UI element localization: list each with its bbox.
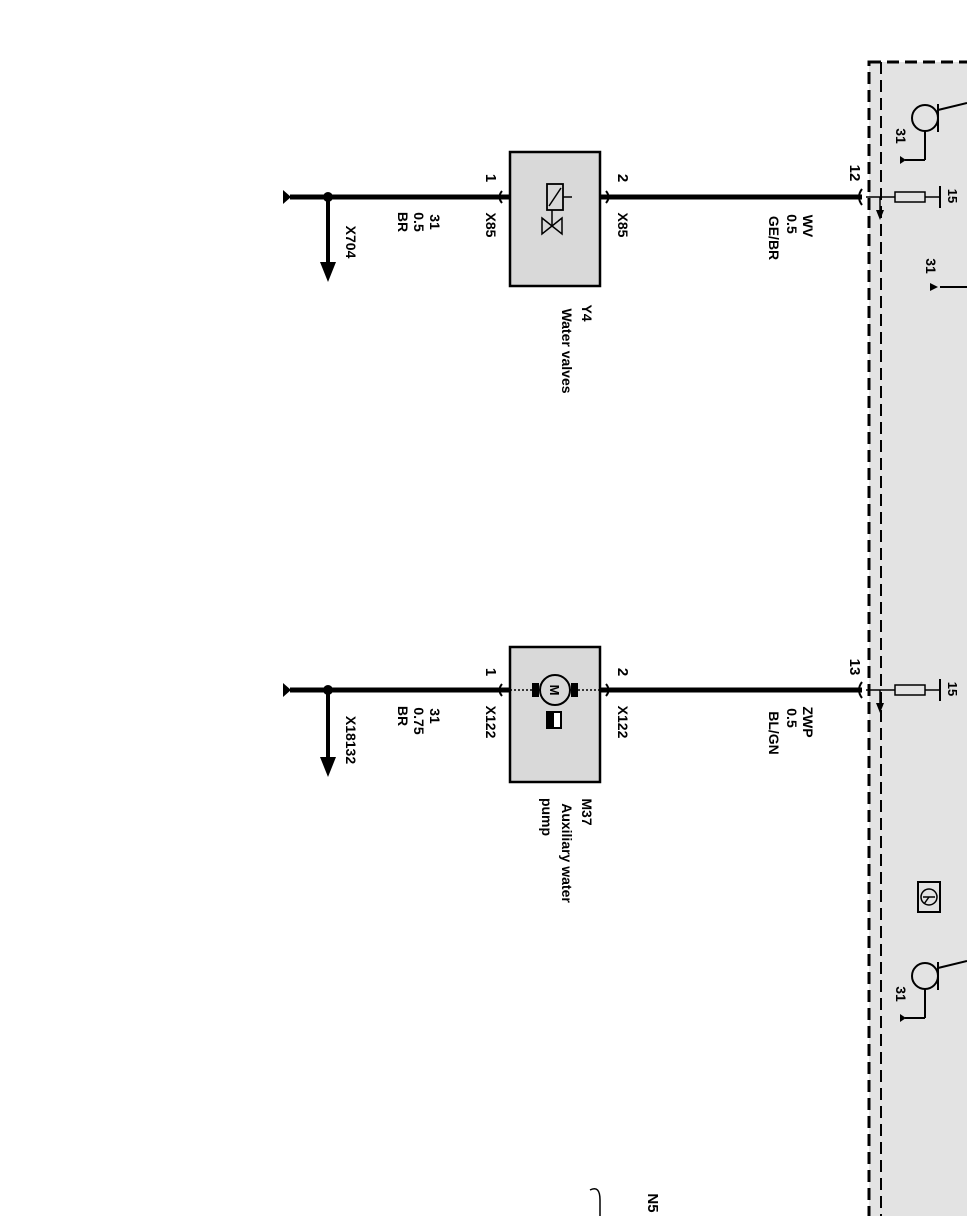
wire-color-label: BR — [395, 212, 411, 232]
module-ground-label-2: 31 — [923, 258, 939, 274]
resistor-icon — [894, 191, 926, 203]
motor-icon: M — [510, 674, 600, 729]
arrow-down-icon — [320, 757, 336, 777]
component-name-line2: pump — [539, 798, 555, 836]
ground-icon — [930, 283, 967, 291]
wire-signal-label: 31 — [427, 214, 443, 230]
svg-text:M: M — [547, 685, 562, 696]
ground-connector-label: X18132 — [343, 716, 359, 764]
connector-label-left: X122 — [483, 706, 499, 739]
control-module: 31 31 31 — [867, 60, 967, 1216]
module-ref-label: 15 — [945, 189, 960, 203]
module-ground-label-3: 31 — [893, 986, 909, 1002]
pin-number-left: 1 — [482, 668, 499, 676]
wire-color-label: GE/BR — [766, 216, 782, 260]
module-ground-label-1: 31 — [893, 128, 909, 144]
module-bracket — [589, 1188, 601, 1216]
module-pin-number: 12 — [846, 165, 863, 182]
pin-mark — [498, 190, 503, 204]
component-box-y4 — [508, 150, 602, 288]
pin-number-left: 1 — [482, 174, 499, 182]
module-pin-mark — [858, 188, 863, 206]
connector-label-right: X85 — [615, 213, 631, 238]
component-name: Water valves — [559, 308, 575, 393]
resistor-icon — [894, 684, 926, 696]
solenoid-valve-icon — [541, 183, 572, 236]
pin-mark — [498, 683, 503, 697]
wire-color-label: BL/GN — [766, 711, 782, 755]
component-name-line1: Auxiliary water — [559, 803, 575, 903]
component-code: M37 — [579, 798, 595, 825]
module-pin-mark — [858, 681, 863, 699]
wire-gauge-label: 0.5 — [784, 708, 800, 728]
transistor-icon — [900, 102, 967, 164]
wire-gauge-label: 0.5 — [411, 212, 427, 232]
pin-number-right: 2 — [614, 174, 631, 182]
transistor-icon — [900, 960, 967, 1022]
control-module-box — [867, 60, 967, 1216]
arrow-down-icon — [320, 262, 336, 282]
module-ref-label: 15 — [945, 682, 960, 696]
connector-label-right: X122 — [615, 706, 631, 739]
wire-end-icon — [283, 190, 291, 204]
wire-signal-label: 31 — [427, 708, 443, 724]
arrow-down-icon — [876, 210, 884, 220]
wire-signal-label: ZWP — [800, 706, 816, 737]
component-code: Y4 — [579, 304, 595, 321]
wire-color-label: BR — [395, 706, 411, 726]
wire-signal-label: WV — [800, 215, 816, 238]
ground-connector-label: X704 — [343, 226, 359, 259]
pin-mark — [605, 683, 610, 697]
circuit-auxiliary-water-pump: X18132 31 0.75 BR X122 X122 1 2 M M37 Au… — [283, 645, 960, 903]
wire-end-icon — [283, 683, 291, 697]
pin-number-right: 2 — [614, 668, 631, 676]
arrow-down-icon — [876, 703, 884, 713]
wire-gauge-label: 0.75 — [411, 707, 427, 734]
circuit-water-valves: X704 31 0.5 BR X85 X85 1 2 Y4 Water valv… — [283, 150, 960, 394]
sensor-icon — [917, 881, 941, 913]
pin-mark — [605, 190, 610, 204]
wire-gauge-label: 0.5 — [784, 214, 800, 234]
connector-label-left: X85 — [483, 213, 499, 238]
module-pin-number: 13 — [846, 659, 863, 676]
module-part-label: N5 — [644, 1193, 661, 1212]
